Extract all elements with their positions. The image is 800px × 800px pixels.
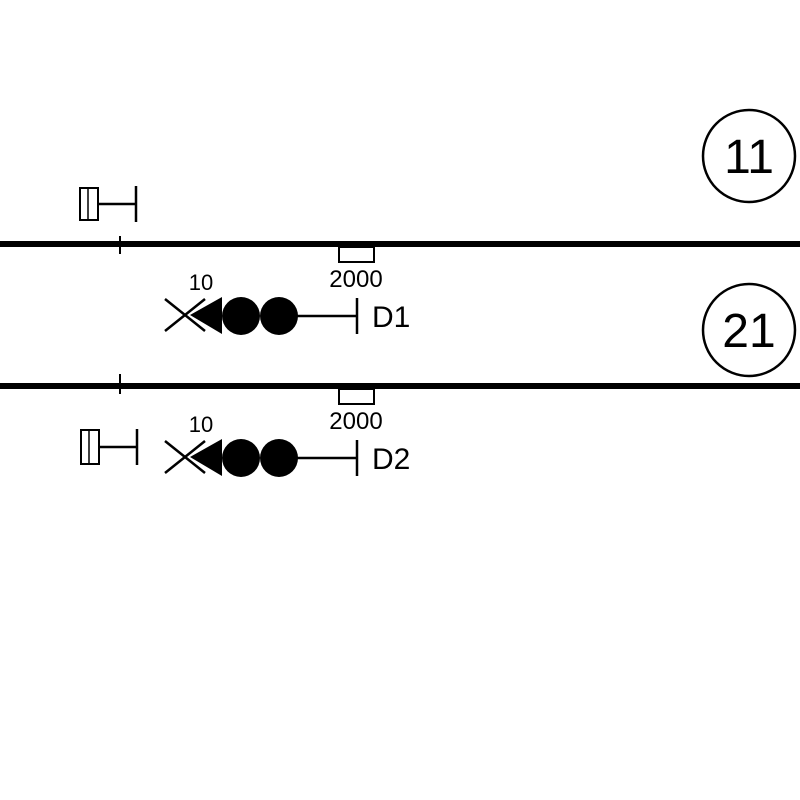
signal-cross-line bbox=[164, 440, 206, 474]
distance-label: 2000 bbox=[329, 266, 382, 293]
signal-direction-triangle bbox=[190, 297, 222, 334]
speed-label: 10 bbox=[189, 412, 213, 437]
main-signal-d1: 10 D1 bbox=[164, 270, 410, 335]
distance-label: 2000 bbox=[329, 408, 382, 435]
track-number: 11 bbox=[724, 131, 774, 184]
shunt-signal-head bbox=[80, 429, 100, 465]
track-badge-circle bbox=[701, 108, 797, 204]
track-badge-21: 21 bbox=[701, 282, 797, 378]
signal-lamp bbox=[222, 297, 260, 335]
track-number: 21 bbox=[722, 305, 775, 358]
track-badge-circle bbox=[701, 282, 797, 378]
shunt-signal-upper bbox=[79, 186, 138, 222]
signal-name: D2 bbox=[372, 443, 410, 476]
signal-name: D1 bbox=[372, 301, 410, 334]
distance-marker-lower bbox=[338, 388, 375, 405]
speed-label: 10 bbox=[189, 270, 213, 295]
signal-lamp bbox=[222, 439, 260, 477]
signal-lamp bbox=[260, 297, 298, 335]
distance-marker-upper bbox=[338, 246, 375, 263]
track-badge-11: 11 bbox=[701, 108, 797, 204]
shunt-signal-lower bbox=[80, 429, 139, 465]
shunt-signal-head bbox=[79, 187, 99, 221]
main-signal-d2: 10 D2 bbox=[164, 412, 410, 477]
signal-direction-triangle bbox=[190, 439, 222, 476]
signal-lamp bbox=[260, 439, 298, 477]
signal-cross-line bbox=[164, 298, 206, 332]
